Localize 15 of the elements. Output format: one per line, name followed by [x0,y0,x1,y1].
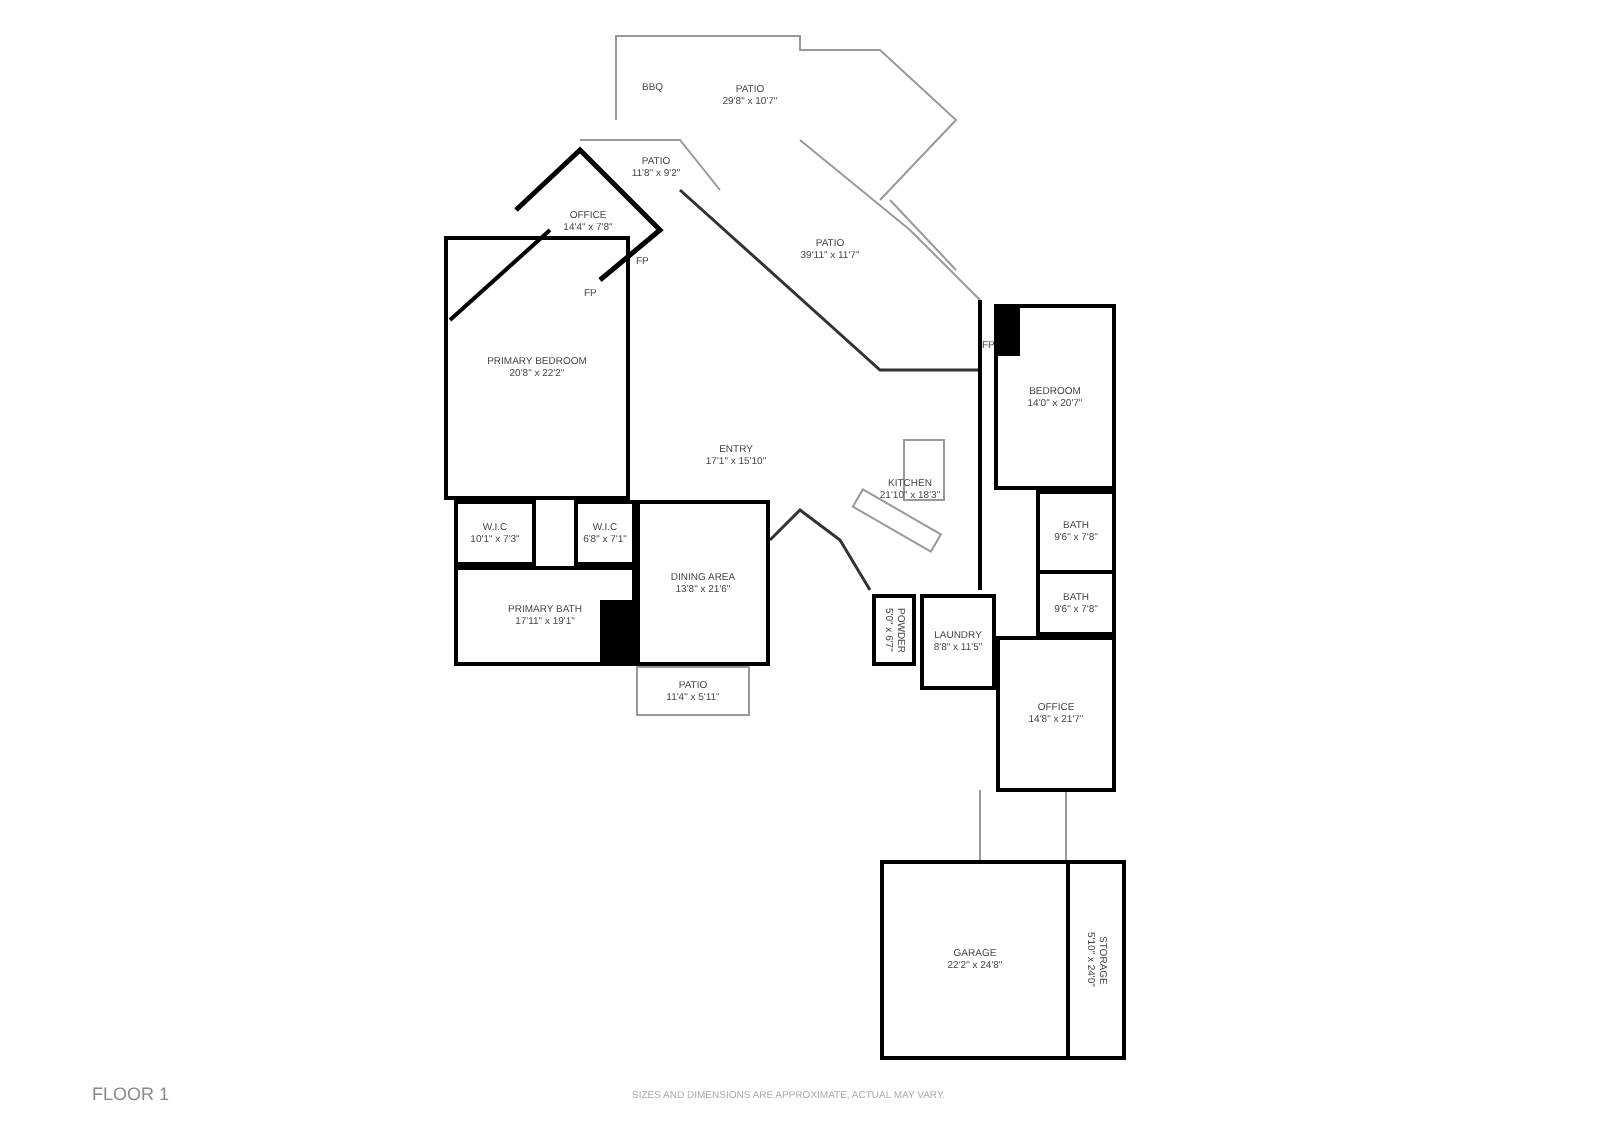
room-outline [1036,570,1116,636]
room-outline [872,594,916,666]
room-outline [1066,860,1126,1060]
room-outline [454,500,536,566]
room-outline [920,594,996,690]
room-outline [444,236,630,500]
room-outline [454,566,636,666]
floor-label: FLOOR 1 [92,1084,170,1104]
room-outline [880,860,1070,1060]
room-outline [574,500,636,566]
room-outline [996,636,1116,792]
room-outline [636,666,750,716]
room-outline [994,304,1116,490]
room-outline [636,500,770,666]
room-outline [1036,490,1116,574]
